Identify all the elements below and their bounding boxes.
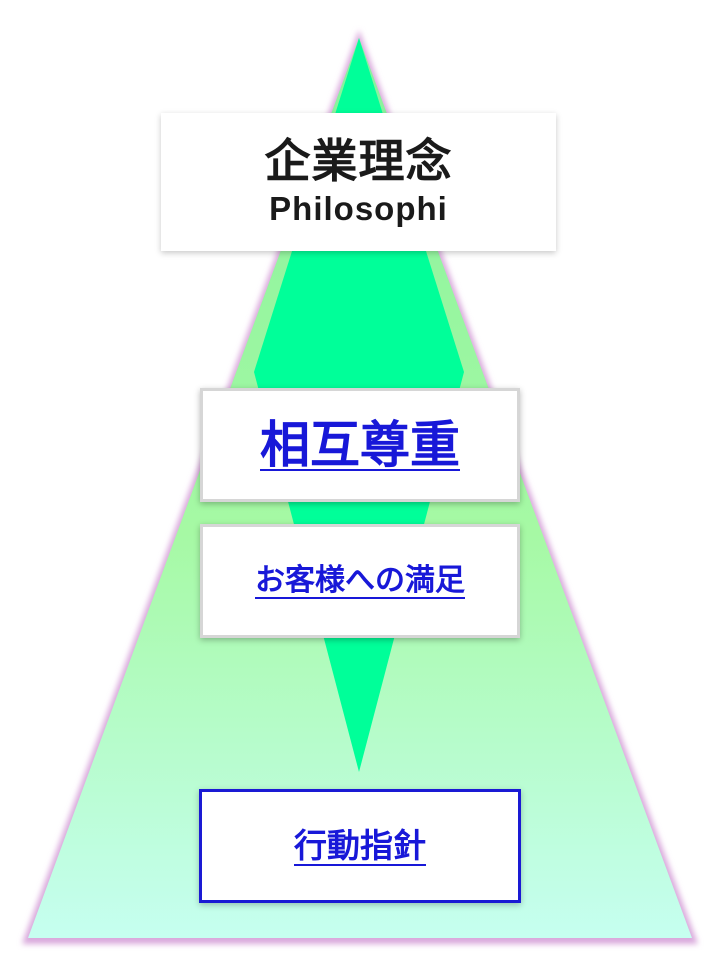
value-link-mutual-respect[interactable]: 相互尊重 — [260, 416, 460, 474]
guideline-link[interactable]: 行動指針 — [294, 826, 426, 865]
value-box-mutual-respect[interactable]: 相互尊重 — [200, 388, 520, 502]
philosophy-title-jp: 企業理念 — [264, 134, 453, 188]
value-link-customer-satisfaction[interactable]: お客様への満足 — [255, 563, 465, 598]
philosophy-title-en: Philosophi — [269, 190, 448, 227]
value-box-customer-satisfaction[interactable]: お客様への満足 — [200, 524, 520, 638]
guideline-box[interactable]: 行動指針 — [199, 789, 521, 903]
philosophy-box: 企業理念 Philosophi — [161, 113, 556, 251]
